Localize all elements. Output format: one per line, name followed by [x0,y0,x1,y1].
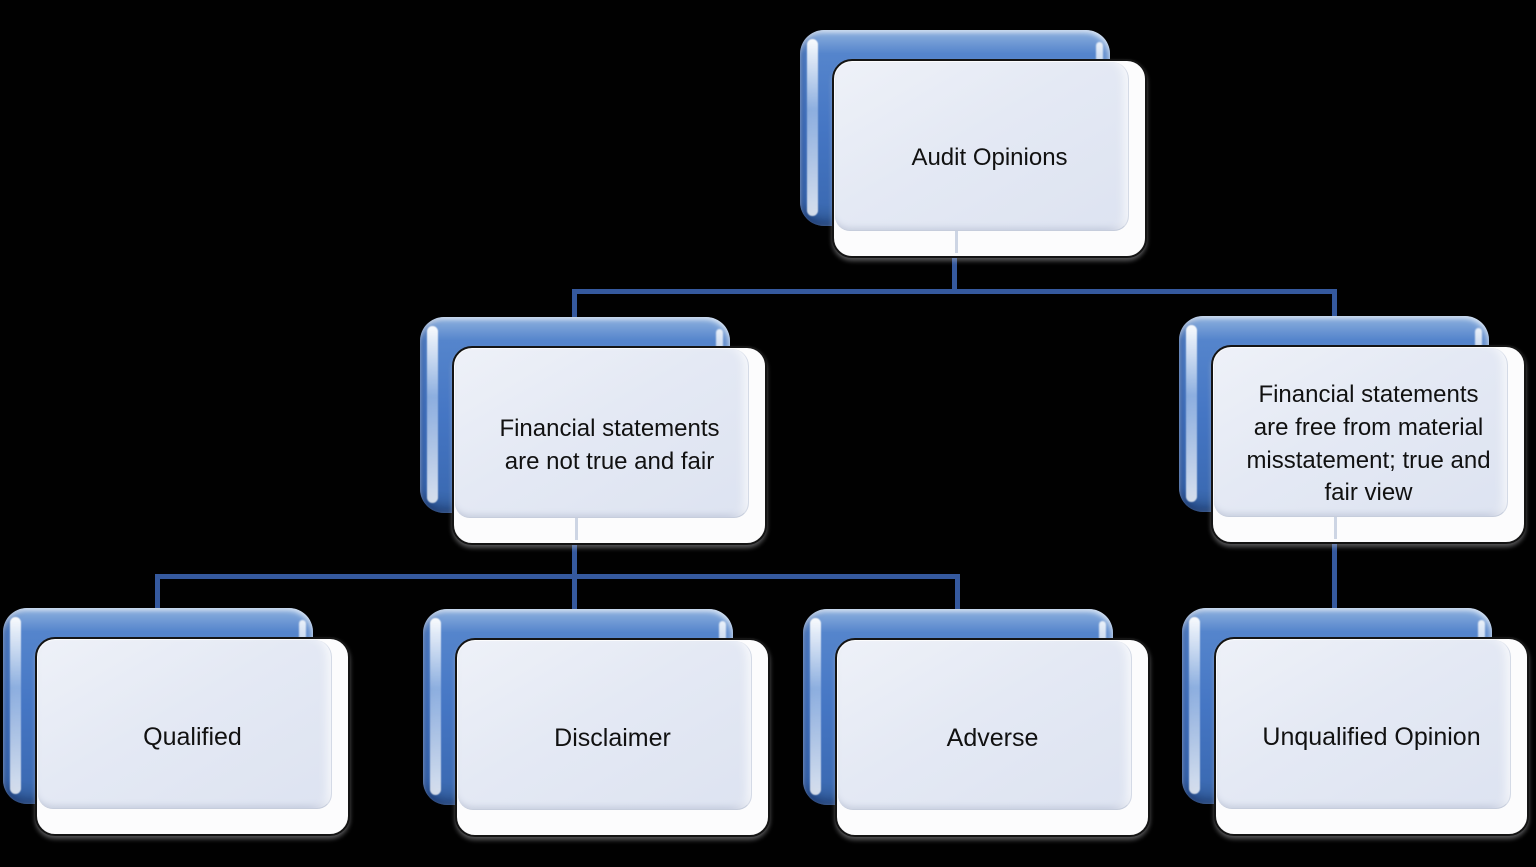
node-adverse: Adverse [803,609,1150,837]
node-card: Audit Opinions [832,59,1147,258]
node-not-true-and-fair: Financial statements are not true and fa… [420,317,767,545]
connector-drop-qualified [155,574,160,624]
node-free-from-misstatement: Financial statements are free from mater… [1179,316,1526,544]
node-card-panel [458,641,752,810]
node-label: Adverse [946,723,1039,752]
node-label: Financial statements are not true and fa… [499,414,720,475]
node-card-panel [455,349,749,518]
node-card-panel [38,640,332,809]
node-card: Unqualified Opinion [1214,637,1529,836]
node-label: Qualified [143,722,242,751]
connector-level1-horizontal [572,289,1337,294]
stem-hint [955,231,958,253]
node-card-panel [835,62,1129,231]
connector-drop-adverse [955,574,960,624]
node-card-panel [1217,640,1511,809]
connector-level2-horizontal [155,574,960,579]
node-card: Financial statements are free from mater… [1211,345,1526,544]
node-audit-opinions: Audit Opinions [800,30,1147,258]
connector-drop-not-true [572,289,577,334]
node-card-panel [838,641,1132,810]
node-label: Audit Opinions [911,144,1068,172]
node-unqualified-opinion: Unqualified Opinion [1182,608,1529,836]
connector-root-stem [952,232,957,294]
node-card: Adverse [835,638,1150,837]
node-label: Financial statements are free from mater… [1246,381,1491,507]
node-card: Financial statements are not true and fa… [452,346,767,545]
node-label: Disclaimer [554,723,671,752]
node-card: Disclaimer [455,638,770,837]
node-disclaimer: Disclaimer [423,609,770,837]
stem-hint [575,518,578,540]
node-label: Unqualified Opinion [1262,722,1481,751]
connector-drop-free-misst [1332,289,1337,334]
connector-drop-unqualified [1332,540,1337,625]
stem-hint [1334,517,1337,539]
node-qualified: Qualified [3,608,350,836]
connector-not-true-stem [572,540,577,625]
node-card: Qualified [35,637,350,836]
node-card-panel [1214,348,1508,517]
